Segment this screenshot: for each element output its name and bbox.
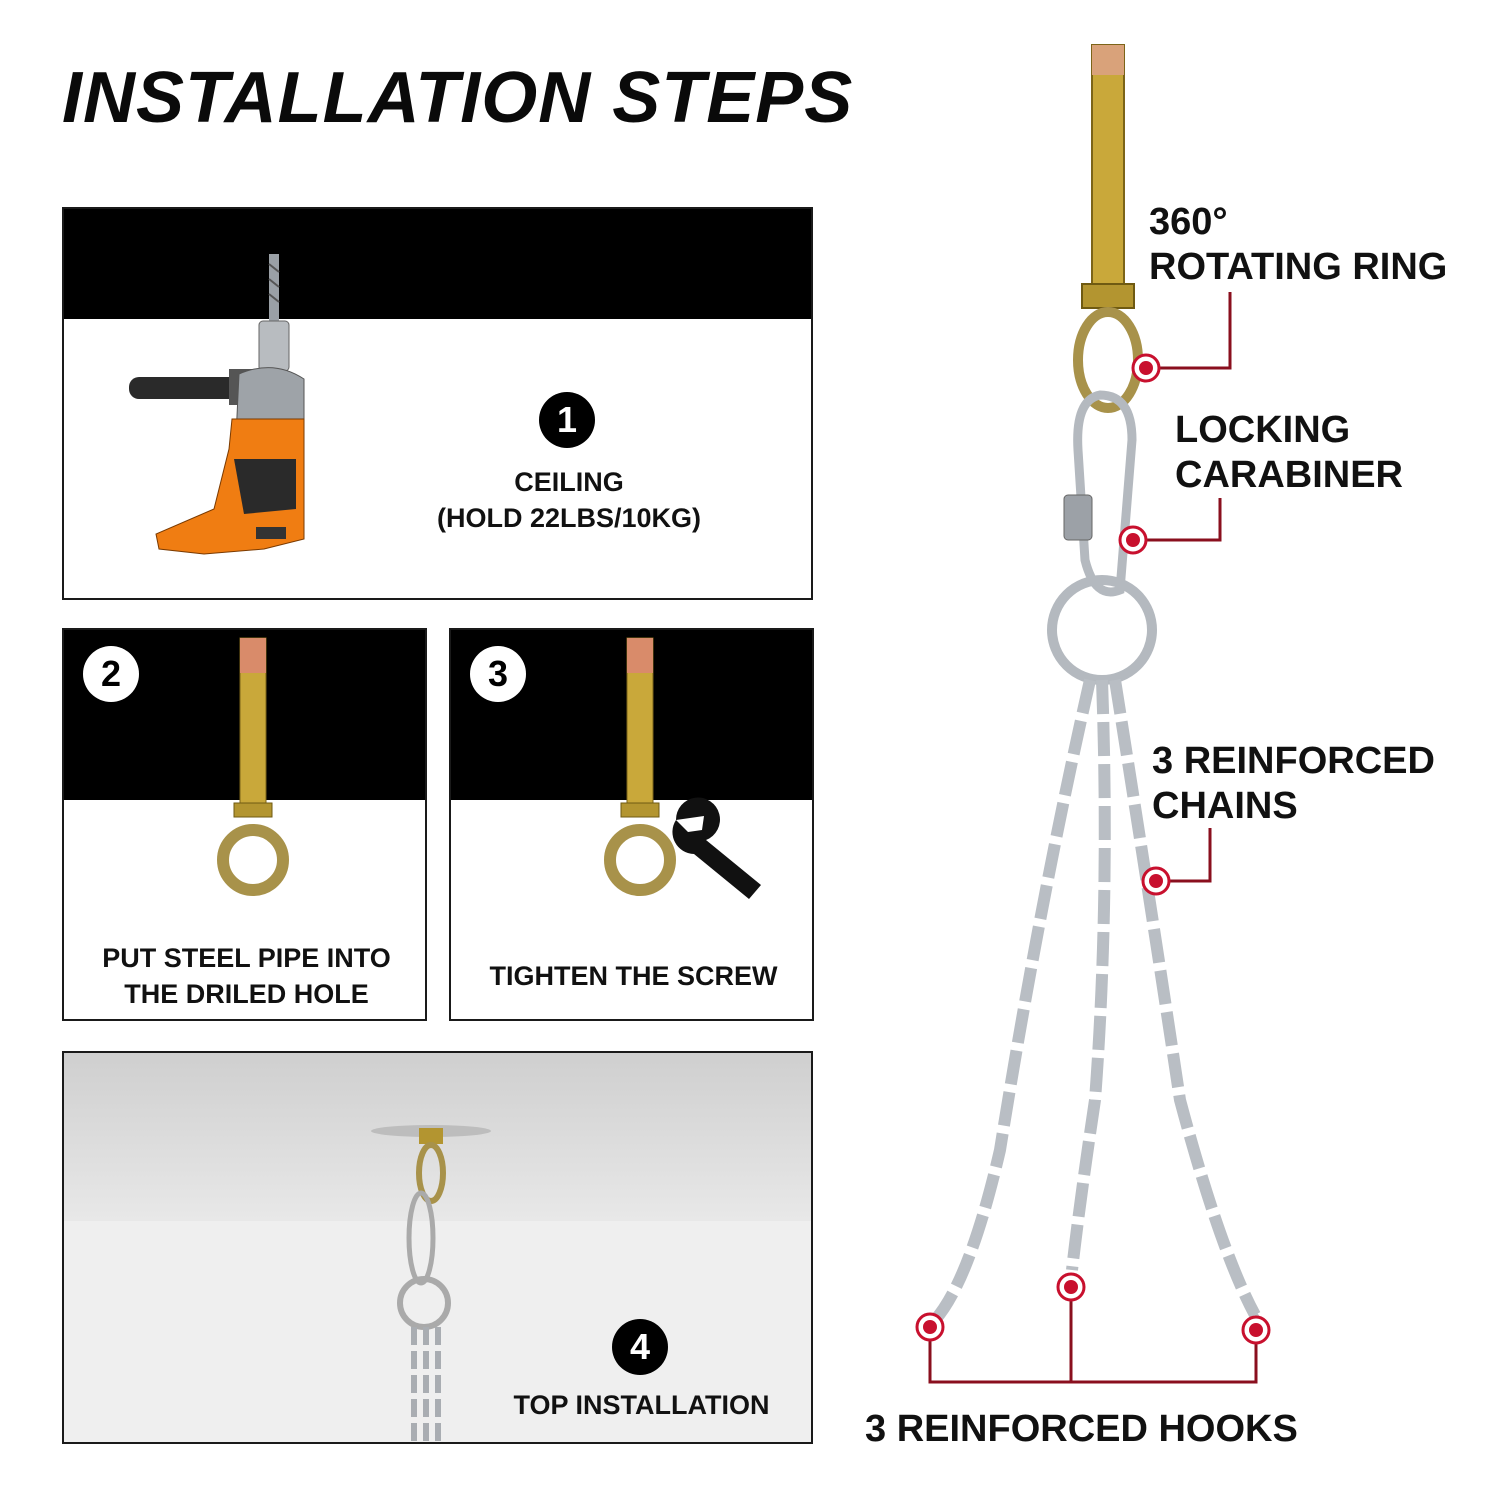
carabiner-callout-line1: LOCKING <box>1175 409 1351 451</box>
page-title: INSTALLATION STEPS <box>62 58 854 138</box>
step-3-caption: TIGHTEN THE SCREW <box>489 961 778 991</box>
hooks-callout: 3 REINFORCED HOOKS <box>865 1408 1298 1450</box>
step-2-caption: PUT STEEL PIPE INTO THE DRILED HOLE <box>64 940 425 1012</box>
step-2-caption-line1: PUT STEEL PIPE INTO <box>102 943 391 973</box>
step-4-panel: 4 TOP INSTALLATION <box>62 1051 813 1444</box>
step-2-caption-line2: THE DRILED HOLE <box>124 979 369 1009</box>
step-3-panel: 3 TIGHTEN THE SCREW <box>449 628 814 1021</box>
anchor-bolt-icon <box>604 637 676 896</box>
wrench-icon <box>672 797 761 899</box>
step-1-badge: 1 <box>539 392 595 448</box>
ceiling-band <box>64 209 811 319</box>
chain-icon <box>371 1125 491 1442</box>
step-4-badge: 4 <box>612 1319 668 1375</box>
ring-callout-line2: ROTATING RING <box>1149 246 1448 288</box>
anchor-bolt-icon <box>217 637 289 896</box>
step-1-caption: CEILING (HOLD 22LBS/10KG) <box>384 464 754 536</box>
ring-callout: 360° ROTATING RING <box>1149 200 1447 290</box>
chains-callout: 3 REINFORCED CHAINS <box>1152 739 1435 829</box>
step-4-caption: TOP INSTALLATION <box>513 1390 770 1420</box>
carabiner-callout: LOCKING CARABINER <box>1175 408 1403 498</box>
step-3-badge: 3 <box>470 646 526 702</box>
step-1-caption-line2: (HOLD 22LBS/10KG) <box>436 503 702 533</box>
chains-callout-line1: 3 REINFORCED <box>1152 740 1435 782</box>
drill-icon <box>129 254 305 555</box>
step-1-panel: 1 CEILING (HOLD 22LBS/10KG) <box>62 207 813 600</box>
carabiner-callout-line2: CARABINER <box>1175 454 1403 496</box>
step-1-caption-line1: CEILING <box>514 467 624 497</box>
chains-callout-line2: CHAINS <box>1152 785 1298 827</box>
step-2-badge: 2 <box>83 646 139 702</box>
step-2-panel: 2 PUT STEEL PIPE INTO THE DRILED HOLE <box>62 628 427 1021</box>
ring-callout-line1: 360° <box>1149 201 1228 243</box>
callout-dots <box>915 353 1271 1345</box>
